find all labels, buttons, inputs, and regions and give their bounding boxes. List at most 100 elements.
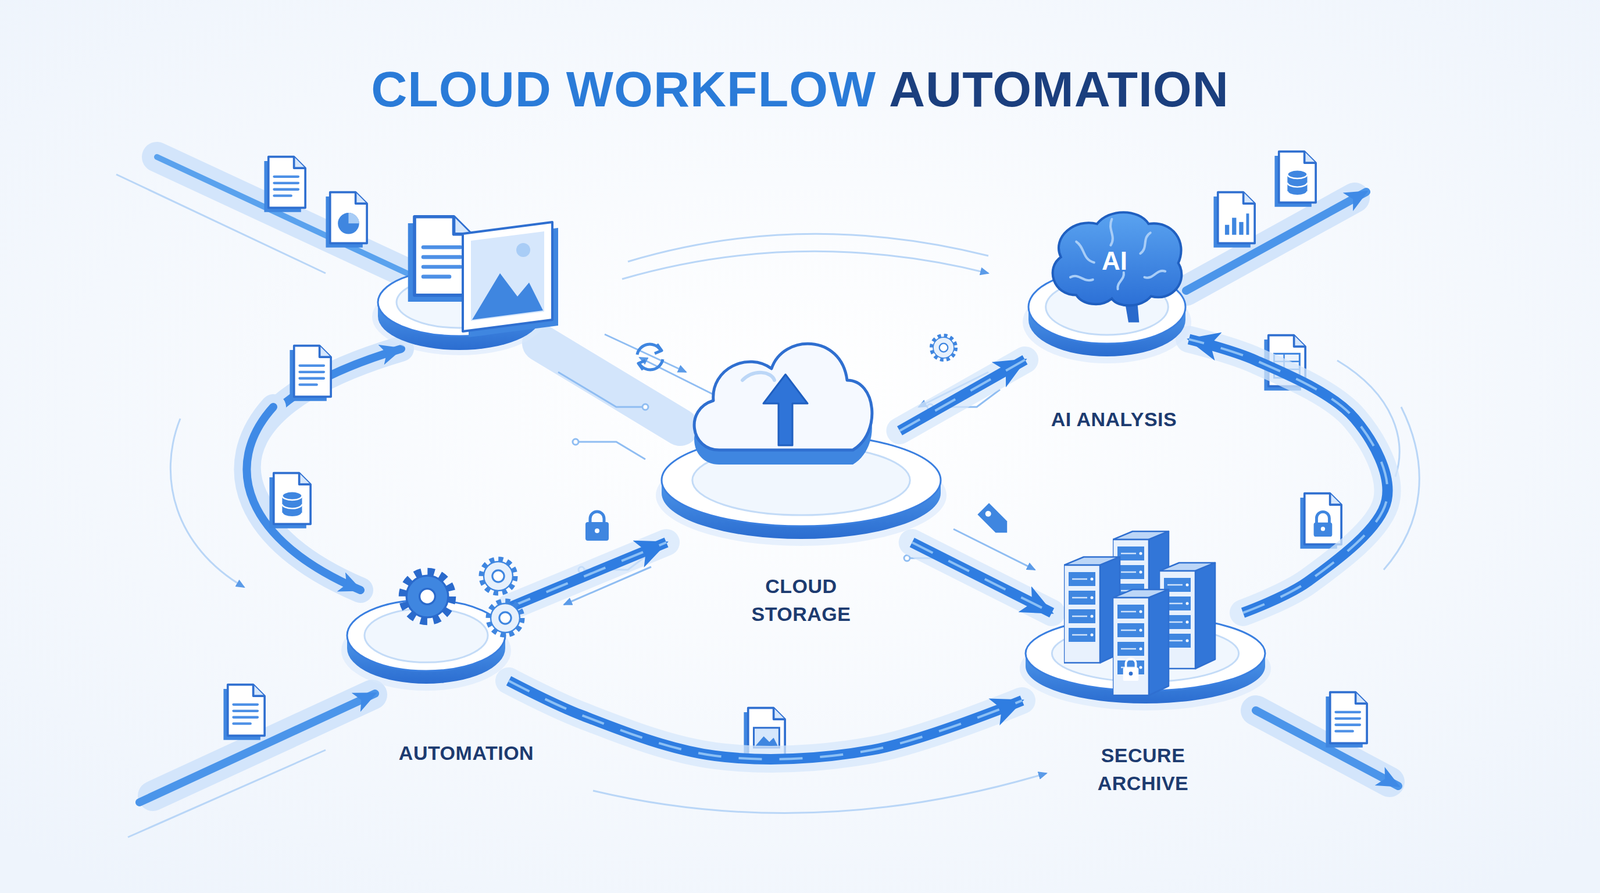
circuit-traces xyxy=(639,357,716,396)
swoosh-lines xyxy=(593,773,1047,814)
platform-node: SECURE ARCHIVE xyxy=(1025,616,1266,704)
flow-arrow xyxy=(508,680,1023,760)
document-icon xyxy=(1313,511,1333,537)
small-symbols xyxy=(977,502,1013,539)
connector-highlight xyxy=(508,542,667,608)
cloud-icon xyxy=(694,343,873,465)
small-symbols xyxy=(585,522,609,541)
padlock-icon xyxy=(1123,658,1139,681)
flow-connector-group xyxy=(1188,339,1388,613)
circuit-traces xyxy=(904,555,910,562)
small-symbols xyxy=(585,511,609,541)
title-wrap: CLOUD WORKFLOW AUTOMATION xyxy=(0,59,1600,120)
gearB-icon xyxy=(488,601,522,635)
swoosh-lines xyxy=(170,418,245,588)
small-symbols xyxy=(977,502,1013,539)
upload-platform xyxy=(462,222,553,332)
document-icon xyxy=(223,684,265,741)
small-symbols xyxy=(654,344,662,354)
brain-icon xyxy=(1052,212,1182,323)
flow-band xyxy=(139,156,1399,803)
flow-connector-group xyxy=(912,542,1052,613)
flow-arrow xyxy=(508,542,667,608)
gearB-icon xyxy=(481,559,515,593)
document-icon xyxy=(1336,712,1360,732)
document-icon xyxy=(1300,493,1342,549)
document-icon xyxy=(1274,151,1316,207)
platform-disc xyxy=(347,600,506,684)
small-symbols xyxy=(637,344,663,370)
swoosh-lines xyxy=(622,251,989,280)
document-icon xyxy=(223,151,1367,764)
document-icon xyxy=(281,491,302,517)
flow-connector-group xyxy=(899,359,1025,431)
flow-band xyxy=(246,406,361,591)
platform-disc xyxy=(661,434,941,539)
document-icon xyxy=(754,727,780,748)
upload-platform xyxy=(472,273,544,320)
server-icon xyxy=(1112,589,1169,696)
document-icon xyxy=(274,176,299,196)
connector-glow xyxy=(508,542,667,608)
platform-node: CLOUD STORAGE xyxy=(661,434,941,539)
platform-disc xyxy=(1028,270,1186,357)
small-symbols xyxy=(984,509,993,519)
document-icon xyxy=(289,345,331,402)
document-icon xyxy=(1225,213,1249,235)
node-label: AUTOMATION xyxy=(379,739,554,768)
flow-band xyxy=(540,343,681,428)
connector-highlight xyxy=(912,542,1052,613)
small-symbols xyxy=(585,336,1013,541)
circuit-traces xyxy=(558,372,646,407)
icon-label: AI xyxy=(1101,246,1128,276)
circuit-traces xyxy=(572,438,579,445)
diagram-title: CLOUD WORKFLOW AUTOMATION xyxy=(370,61,1230,117)
circuit-traces xyxy=(642,404,649,410)
document-icon xyxy=(300,365,324,385)
node-label: SECURE ARCHIVE xyxy=(1081,741,1205,798)
small-symbols xyxy=(594,528,600,534)
document-icon xyxy=(337,212,360,235)
small-symbols xyxy=(931,336,956,360)
circuit-traces xyxy=(575,441,646,460)
document-icon xyxy=(263,156,306,213)
document-icon xyxy=(1325,692,1367,748)
connector-glow xyxy=(912,542,1052,613)
swoosh-lines xyxy=(627,233,989,262)
platform-node: AUTOMATION xyxy=(347,600,506,684)
flow-arrow xyxy=(899,359,1025,431)
upload-platform xyxy=(470,231,545,321)
flow-band xyxy=(156,156,407,274)
upload-platform xyxy=(423,247,461,277)
document-icon xyxy=(325,192,367,248)
platform-disc xyxy=(1025,616,1266,704)
upload-platform xyxy=(372,216,559,356)
connector-glow xyxy=(508,680,1023,760)
document-icon xyxy=(233,704,258,724)
connector-highlight xyxy=(899,359,1025,431)
flow-band xyxy=(246,406,361,591)
circuit-traces xyxy=(604,334,687,373)
gearA-icon xyxy=(404,573,452,621)
flow-band xyxy=(139,693,375,803)
flow-connector-group xyxy=(508,542,667,608)
document-icon xyxy=(1213,192,1255,248)
connector-highlight xyxy=(508,680,1023,760)
upload-platform xyxy=(516,243,531,257)
swoosh-lines xyxy=(116,174,1420,838)
document-icon xyxy=(1287,169,1307,196)
flow-band xyxy=(156,156,407,274)
node-label: AI ANALYSIS xyxy=(1020,405,1207,434)
document-icon xyxy=(269,473,311,529)
node-label: CLOUD STORAGE xyxy=(731,572,871,628)
connector-glow xyxy=(1188,339,1388,613)
flow-connector-group xyxy=(508,680,1023,760)
platform-node: AI ANALYSIS xyxy=(1028,270,1186,357)
connector-highlight xyxy=(1188,339,1388,613)
small-symbols xyxy=(590,511,605,523)
flow-arrow xyxy=(912,542,1052,613)
small-symbols xyxy=(638,360,646,370)
connector-glow xyxy=(899,359,1025,431)
